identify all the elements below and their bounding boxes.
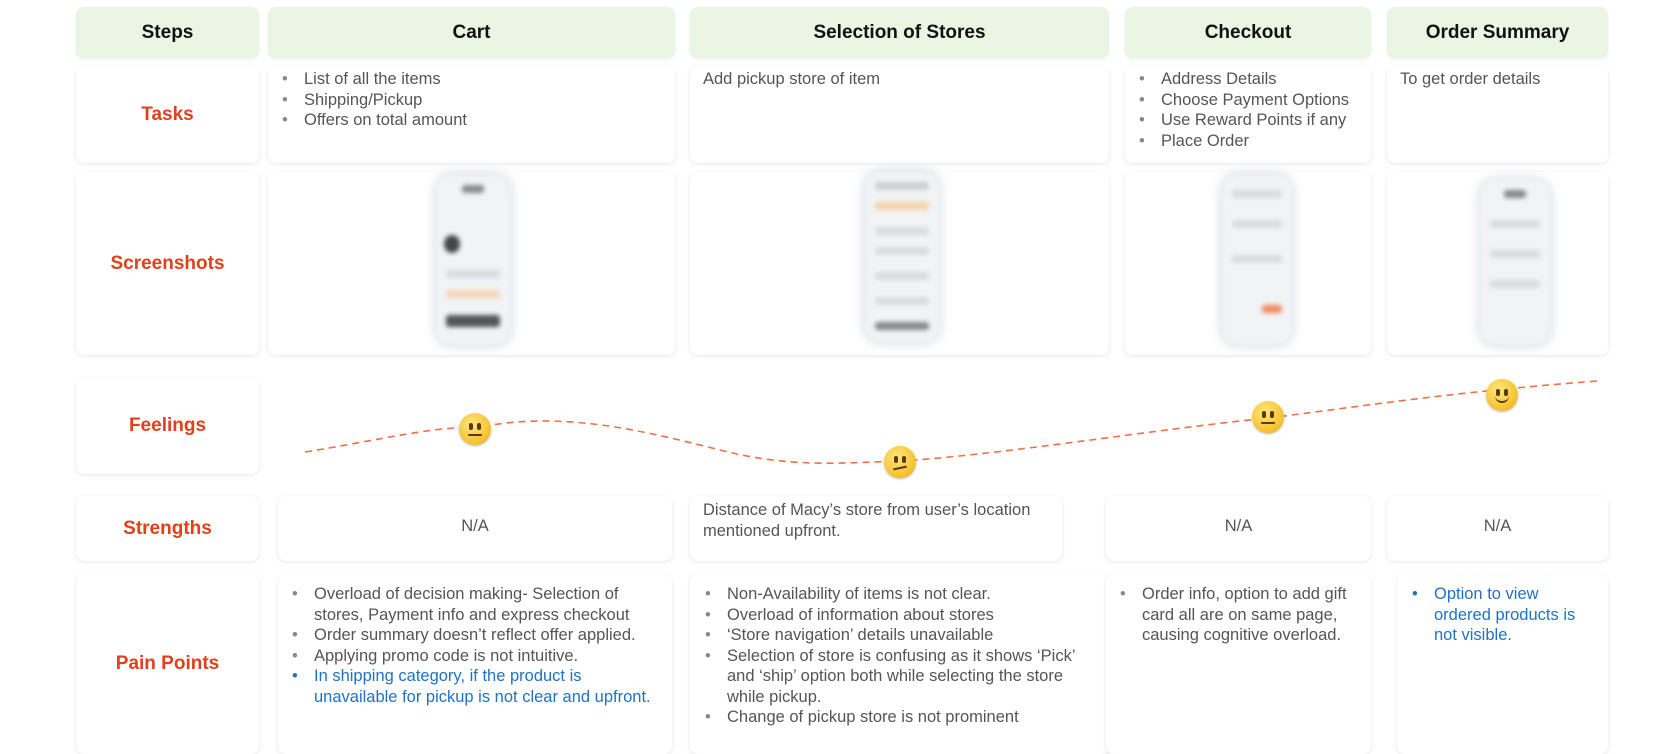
slightly-smiling-face-icon	[1486, 379, 1518, 411]
task-item: List of all the items	[282, 69, 660, 90]
checkout-screenshot-thumbnail[interactable]	[1222, 175, 1292, 345]
row-label-card-tasks	[76, 66, 259, 163]
tasks-summary: To get order details	[1400, 70, 1541, 88]
strength-cart-card	[278, 496, 672, 561]
strength-cart: N/A	[461, 516, 489, 535]
strength-checkout-card	[1106, 496, 1371, 561]
row-label-card-strengths	[76, 496, 259, 561]
pain-points-checkout: Order info, option to add gift card all …	[1118, 584, 1363, 646]
row-label-pain-points: Pain Points	[115, 653, 220, 674]
pain-point-item: ‘Store navigation’ details unavailable	[705, 625, 1103, 646]
pain-point-item-highlighted: In shipping category, if the product is …	[292, 666, 660, 707]
row-label-feelings: Feelings	[128, 415, 207, 436]
strength-summary: N/A	[1483, 516, 1512, 535]
header-selection-of-stores: Selection of Stores	[690, 7, 1109, 58]
header-order-summary: Order Summary	[1387, 7, 1608, 58]
row-label-card-screenshots	[76, 172, 259, 355]
strength-summary-card	[1387, 496, 1608, 561]
row-label-screenshots: Screenshots	[110, 252, 225, 274]
header-steps: Steps	[76, 7, 259, 58]
summary-screenshot-thumbnail[interactable]	[1480, 180, 1550, 345]
header-checkout: Checkout	[1125, 7, 1371, 58]
feelings-line	[304, 380, 1599, 464]
pain-points-cart: Overload of decision making- Selection o…	[290, 584, 660, 707]
strength-stores-card	[690, 496, 1062, 561]
pain-point-item-highlighted: Option to view ordered products is not v…	[1412, 584, 1595, 646]
tasks-cart: List of all the items Shipping/Pickup Of…	[280, 69, 660, 131]
pain-point-item: Change of pickup store is not prominent	[705, 707, 1103, 728]
task-item: Offers on total amount	[282, 110, 660, 131]
task-item: Shipping/Pickup	[282, 90, 660, 111]
pain-point-item: Non-Availability of items is not clear.	[705, 584, 1103, 605]
pain-point-item: Overload of information about stores	[705, 605, 1103, 626]
tasks-stores: Add pickup store of item	[703, 70, 881, 88]
tasks-checkout: Address Details Choose Payment Options U…	[1137, 69, 1367, 151]
pain-points-summary: Option to view ordered products is not v…	[1410, 584, 1595, 646]
row-label-tasks: Tasks	[141, 103, 194, 125]
confused-face-icon	[884, 446, 916, 478]
strength-checkout: N/A	[1224, 516, 1253, 535]
pain-point-item: Overload of decision making- Selection o…	[292, 584, 660, 625]
task-item: Use Reward Points if any	[1139, 110, 1367, 131]
pain-point-item: Selection of store is confusing as it sh…	[705, 646, 1103, 708]
stores-screenshot-thumbnail[interactable]	[865, 172, 939, 342]
tasks-summary-card	[1387, 66, 1608, 163]
row-label-card-pain-points	[76, 574, 259, 754]
pain-points-stores: Non-Availability of items is not clear. …	[703, 584, 1103, 728]
cart-screenshot-thumbnail[interactable]	[436, 175, 510, 345]
header-cart: Cart	[268, 7, 675, 58]
pain-point-item: Applying promo code is not intuitive.	[292, 646, 660, 667]
row-label-card-feelings	[76, 378, 259, 474]
task-item: Address Details	[1139, 69, 1367, 90]
pain-point-item: Order info, option to add gift card all …	[1120, 584, 1363, 646]
task-item: Choose Payment Options	[1139, 90, 1367, 111]
neutral-face-icon	[1252, 401, 1284, 433]
row-label-strengths: Strengths	[123, 517, 212, 539]
tasks-stores-card	[690, 66, 1109, 163]
pain-point-item: Order summary doesn’t reflect offer appl…	[292, 625, 660, 646]
task-item: Place Order	[1139, 131, 1367, 152]
strength-stores: Distance of Macy’s store from user’s loc…	[703, 501, 1031, 540]
neutral-face-icon	[459, 413, 491, 445]
